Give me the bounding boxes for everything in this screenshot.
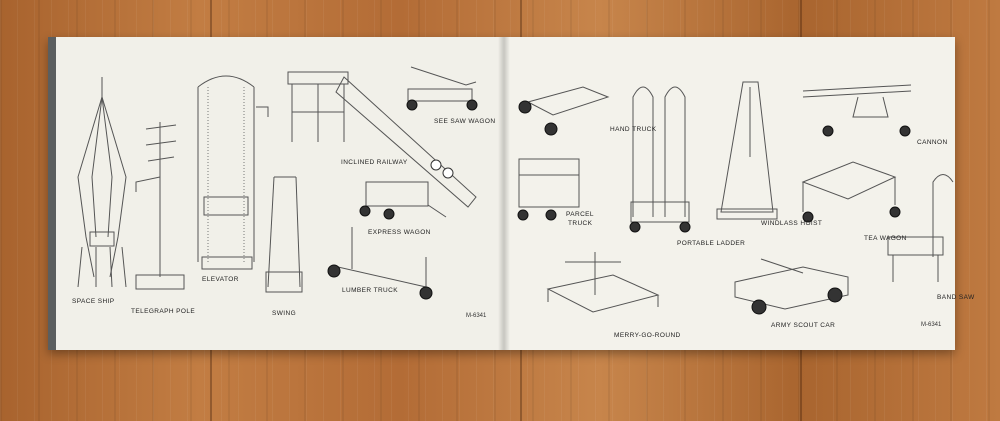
lumber-truck-illustration [327, 227, 433, 300]
left-page-illustrations [77, 66, 478, 300]
portable-ladder-illustration [629, 86, 691, 233]
telegraph-pole-illustration [135, 122, 185, 290]
hand-truck-label: HAND TRUCK [610, 126, 657, 133]
see-saw-wagon-label: SEE SAW WAGON [434, 118, 496, 125]
parcel-truck-illustration [517, 158, 580, 221]
tea-wagon-label: TEA WAGON [864, 235, 907, 242]
see-saw-wagon-illustration [406, 66, 478, 111]
swing-label: SWING [272, 310, 297, 317]
windlass-hoist-illustration [716, 81, 778, 220]
band-saw-label: BAND SAW [937, 294, 975, 301]
parcel-truck-label-line2: TRUCK [568, 220, 593, 227]
cannon-label: CANNON [917, 139, 948, 146]
express-wagon-illustration [359, 181, 447, 220]
army-scout-car-label: ARMY SCOUT CAR [771, 322, 836, 329]
booklet-spine [498, 37, 510, 350]
swing-illustration [265, 176, 303, 293]
band-saw-illustration [887, 174, 954, 282]
left-page-code: M-6341 [466, 313, 487, 319]
right-page-code: M-6341 [921, 322, 942, 328]
open-booklet: SPACE SHIP TELEGRAPH POLE ELEVATOR SWING… [48, 37, 974, 350]
portable-ladder-label: PORTABLE LADDER [677, 240, 746, 247]
parcel-truck-label-line1: PARCEL [566, 211, 594, 218]
telegraph-pole-label: TELEGRAPH POLE [131, 308, 196, 315]
right-page-illustrations [517, 81, 954, 315]
express-wagon-label: EXPRESS WAGON [368, 229, 431, 236]
windlass-hoist-label: WINDLASS HOIST [761, 220, 823, 227]
inclined-railway-illustration [287, 71, 477, 208]
hand-truck-illustration [518, 86, 610, 136]
left-page: SPACE SHIP TELEGRAPH POLE ELEVATOR SWING… [48, 37, 503, 350]
space-ship-label: SPACE SHIP [72, 298, 115, 305]
merry-go-round-illustration [546, 252, 660, 313]
elevator-label: ELEVATOR [202, 276, 239, 283]
inclined-railway-label: INCLINED RAILWAY [341, 159, 408, 166]
right-page: HAND TRUCK PARCEL TRUCK PORTABLE LADDER … [503, 37, 974, 350]
merry-go-round-label: MERRY-GO-ROUND [614, 332, 681, 339]
cannon-illustration [802, 84, 912, 137]
tea-wagon-illustration [801, 161, 901, 223]
lumber-truck-label: LUMBER TRUCK [342, 287, 398, 294]
space-ship-illustration [77, 77, 127, 288]
army-scout-car-illustration [734, 258, 849, 315]
elevator-illustration [197, 75, 269, 270]
